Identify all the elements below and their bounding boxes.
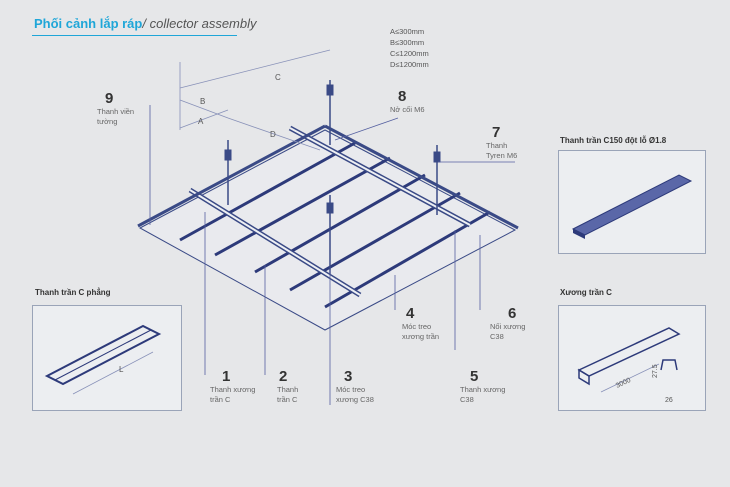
panel-c-flat: L — [32, 305, 182, 411]
c-flat-strip-drawing: L — [44, 324, 162, 395]
c-frame-length: 3000 — [615, 377, 632, 390]
c150-strip-drawing — [571, 174, 693, 239]
title-en: / collector assembly — [142, 16, 257, 31]
c-frame-height: 27.5 — [652, 364, 659, 378]
dim-letter-d: D — [270, 130, 276, 139]
dim-c: C≤1200mm — [390, 49, 429, 58]
dim-letter-c: C — [275, 73, 281, 82]
panel-c-frame-title: Xương trần C — [560, 288, 612, 297]
page-title: Phối cảnh lắp ráp/ collector assembly — [34, 16, 257, 31]
callout-8: 8 Nở cối M6 — [390, 88, 425, 114]
dim-letter-b: B — [200, 97, 205, 106]
c-frame-width: 26 — [665, 397, 673, 404]
panel-c-flat-title: Thanh trần C phẳng — [35, 288, 111, 297]
panel-c150 — [558, 150, 706, 254]
title-underline — [32, 35, 237, 36]
c-frame-drawing: 3000 27.5 26 — [577, 327, 681, 404]
title-vi: Phối cảnh lắp ráp — [34, 16, 143, 31]
dim-letter-a: A — [198, 117, 204, 126]
panel-c150-title: Thanh trần C150 đột lỗ Ø1.8 — [560, 136, 667, 145]
panel-c-frame: 3000 27.5 26 — [558, 305, 706, 411]
dim-d: D≤1200mm — [390, 60, 429, 69]
dimension-list: A≤300mm B≤300mm C≤1200mm D≤1200mm — [390, 26, 429, 70]
dim-b: B≤300mm — [390, 38, 425, 47]
c-flat-dim-label: L — [119, 365, 124, 374]
dim-a: A≤300mm — [390, 27, 425, 36]
